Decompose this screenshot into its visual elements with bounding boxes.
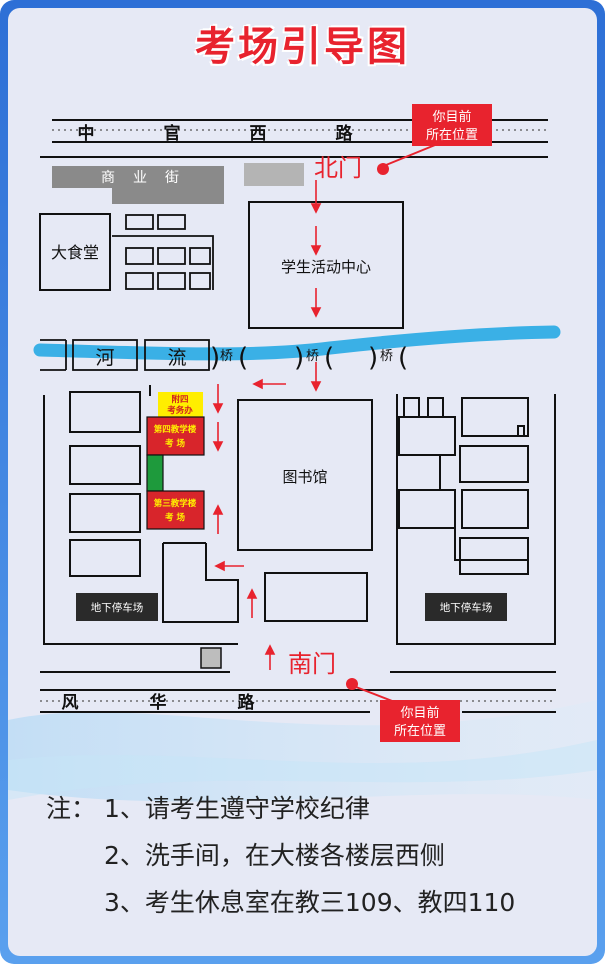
notes-label: 注：	[46, 794, 97, 823]
exam-office: 附四 考务办	[158, 392, 203, 417]
parking-west-label: 地下停车场	[91, 601, 144, 614]
exam-office-line: 附四	[171, 394, 188, 405]
bridge-left-paren: )	[210, 343, 220, 373]
parking-east: 地下停车场	[425, 593, 507, 621]
bridges: ) 桥 ( ) 桥 ( ) 桥 (	[210, 343, 408, 373]
location-marker-south	[346, 678, 358, 690]
route-arrows	[212, 180, 322, 670]
bridge-label: 桥	[380, 349, 393, 364]
bridge-right-paren: (	[398, 343, 408, 373]
south-road-char: 华	[150, 692, 167, 713]
notes-section: 注： 1、请考生遵守学校纪律 2、洗手间，在大楼各楼层西侧 3、考生休息室在教三…	[46, 785, 515, 926]
bridge-label: 桥	[220, 349, 233, 364]
arrow-up-icon	[246, 588, 258, 618]
south-road-char: 风	[62, 693, 79, 713]
bridge-left-paren: )	[368, 343, 378, 373]
bridge-right-paren: (	[238, 343, 248, 373]
arrow-down-icon	[212, 422, 224, 452]
north-road-char: 路	[336, 123, 354, 144]
north-road-char: 中	[78, 123, 95, 144]
street-char: 商	[101, 170, 115, 186]
arrow-left-icon	[252, 378, 286, 390]
north-gate: 北门 你目前 所在位置	[314, 104, 492, 182]
west-campus	[43, 385, 239, 645]
exam-office-line: 考务办	[167, 405, 193, 416]
south-gate: 南门 你目前 所在位置	[288, 650, 460, 742]
you-are-here-line: 你目前	[400, 705, 439, 721]
bridge-left-paren: )	[294, 343, 304, 373]
note-row: 3、考生休息室在教三109、教四110	[46, 879, 515, 926]
note-item: 2、洗手间，在大楼各楼层西侧	[104, 841, 445, 870]
you-are-here-line: 所在位置	[426, 128, 478, 143]
arrow-up-icon	[212, 504, 224, 534]
north-road-char: 官	[164, 123, 181, 144]
river-char: 流	[167, 347, 186, 369]
canteen-label: 大食堂	[51, 243, 99, 262]
dorm-blocks	[112, 214, 214, 290]
parking-east-label: 地下停车场	[440, 601, 493, 614]
teaching4-line: 考 场	[165, 438, 185, 449]
student-center-label: 学生活动中心	[281, 258, 371, 276]
teaching3-line: 考 场	[165, 512, 185, 523]
canteen-building: 大食堂	[39, 213, 111, 291]
river-char: 河	[95, 347, 114, 369]
arrow-down-icon	[212, 384, 224, 414]
commercial-street: 商 业 街	[52, 163, 304, 204]
library-label: 图书馆	[282, 468, 327, 486]
you-are-here-line: 你目前	[432, 109, 471, 125]
south-building	[264, 572, 368, 622]
river: 河 流	[33, 325, 561, 371]
page-title: 考场引导图	[195, 24, 410, 70]
arrow-down-icon	[310, 362, 322, 392]
you-are-here-line: 所在位置	[394, 724, 446, 739]
bridge-label: 桥	[306, 349, 319, 364]
north-gate-label: 北门	[314, 154, 362, 182]
note-item: 3、考生休息室在教三109、教四110	[104, 888, 516, 917]
teaching4-line: 第四教学楼	[154, 424, 197, 435]
street-char: 业	[133, 170, 147, 186]
arrow-down-icon	[310, 288, 322, 318]
arrow-down-icon	[310, 226, 322, 256]
arrow-down-icon	[310, 180, 322, 214]
location-marker-north	[377, 163, 389, 175]
note-row: 2、洗手间，在大楼各楼层西侧	[46, 832, 515, 879]
green-block	[146, 454, 164, 492]
street-char: 街	[165, 170, 179, 186]
east-campus	[396, 394, 556, 645]
teaching-building-4: 第四教学楼 考 场	[146, 416, 205, 456]
student-center-building: 学生活动中心	[248, 201, 404, 329]
teaching3-line: 第三教学楼	[154, 498, 197, 509]
teaching-building-3: 第三教学楼 考 场	[146, 490, 205, 530]
south-road: 风 华 路	[40, 663, 556, 713]
south-gate-label: 南门	[288, 650, 336, 678]
arrow-up-icon	[264, 644, 276, 670]
arrow-left-icon	[214, 560, 244, 572]
note-row: 注： 1、请考生遵守学校纪律	[46, 785, 515, 832]
north-road-char: 西	[250, 124, 267, 144]
library-building: 图书馆	[237, 399, 373, 551]
parking-west: 地下停车场	[76, 593, 222, 669]
note-item: 1、请考生遵守学校纪律	[104, 794, 370, 823]
south-road-char: 路	[238, 692, 256, 713]
bridge-right-paren: (	[324, 343, 334, 373]
